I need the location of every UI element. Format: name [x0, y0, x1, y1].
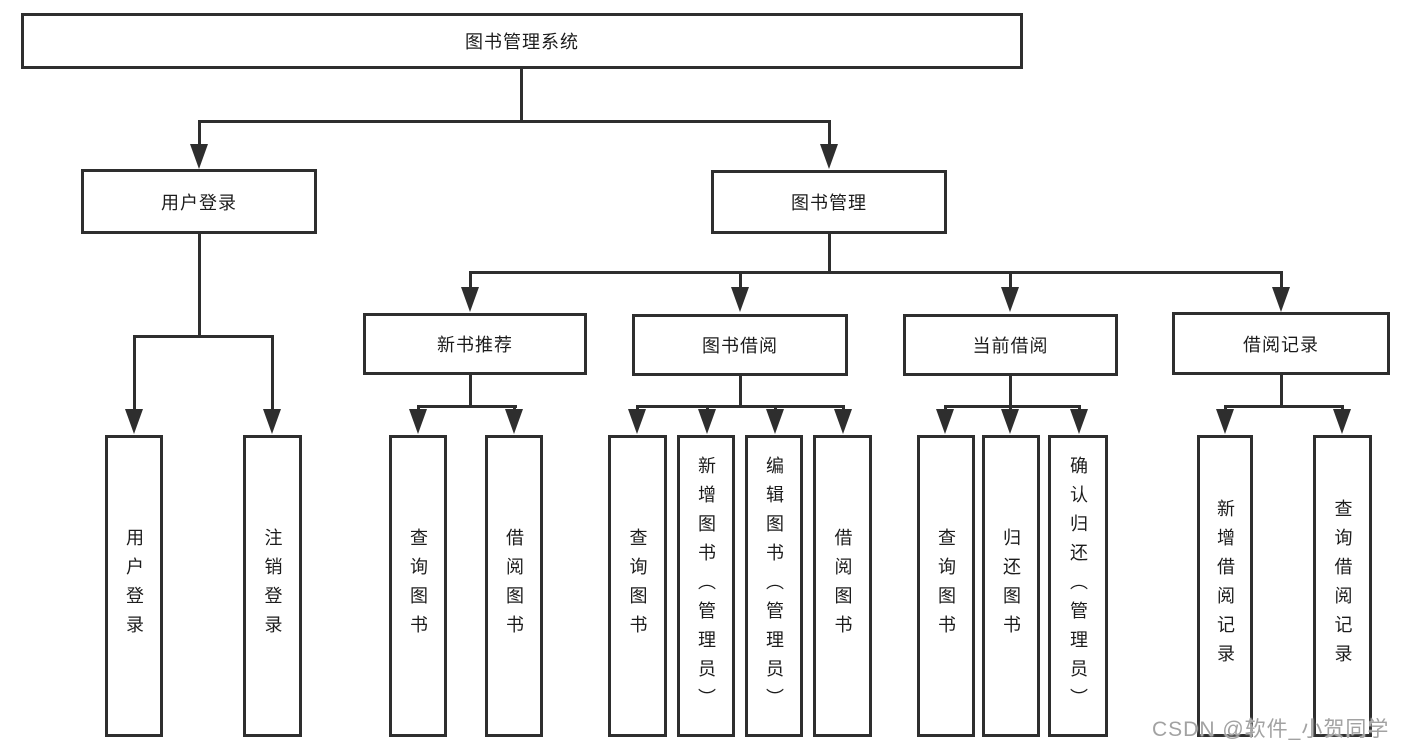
- leaf-logout: 注销登录: [243, 435, 302, 737]
- arrowhead-down-icon: [1070, 409, 1088, 434]
- connector-line: [469, 374, 472, 407]
- node-current-borrowing: 当前借阅: [903, 314, 1118, 376]
- leaf-query-books-current: 查询图书: [917, 435, 975, 737]
- connector-line: [520, 69, 523, 122]
- connector-line: [417, 405, 517, 408]
- csdn-watermark: CSDN @软件_小贺同学: [1152, 718, 1390, 741]
- leaf-label: 编辑图书（管理员）: [764, 455, 784, 717]
- leaf-add-borrow-record: 新增借阅记录: [1197, 435, 1253, 737]
- arrowhead-down-icon: [461, 287, 479, 312]
- node-label: 用户登录: [161, 192, 237, 213]
- arrowhead-down-icon: [834, 409, 852, 434]
- arrowhead-down-icon: [1001, 287, 1019, 312]
- connector-line: [271, 335, 274, 413]
- node-book-borrowing: 图书借阅: [632, 314, 848, 376]
- connector-line: [198, 233, 201, 337]
- leaf-label: 查询图书: [408, 528, 428, 644]
- node-borrowing-records: 借阅记录: [1172, 312, 1390, 375]
- leaf-user-login: 用户登录: [105, 435, 163, 737]
- leaf-label: 借阅图书: [832, 528, 853, 644]
- arrowhead-down-icon: [125, 409, 143, 434]
- connector-line: [1009, 375, 1012, 407]
- node-new-book-recommend: 新书推荐: [363, 313, 587, 375]
- leaf-label: 查询图书: [627, 528, 648, 644]
- arrowhead-down-icon: [505, 409, 523, 434]
- leaf-label: 借阅图书: [504, 528, 524, 644]
- connector-line: [739, 271, 742, 291]
- leaf-label: 新增图书（管理员）: [696, 455, 716, 717]
- leaf-label: 注销登录: [262, 528, 283, 644]
- arrowhead-down-icon: [1333, 409, 1351, 434]
- arrowhead-down-icon: [409, 409, 427, 434]
- connector-line: [1224, 405, 1344, 408]
- node-label: 图书借阅: [702, 336, 778, 356]
- node-user-login: 用户登录: [81, 169, 317, 234]
- node-label: 图书管理: [791, 193, 867, 213]
- node-label: 当前借阅: [972, 336, 1049, 356]
- arrowhead-down-icon: [731, 287, 749, 312]
- arrowhead-down-icon: [1216, 409, 1234, 434]
- node-label: 新书推荐: [437, 335, 513, 355]
- connector-line: [739, 375, 742, 407]
- connector-line: [133, 335, 274, 338]
- leaf-label: 用户登录: [124, 528, 144, 644]
- node-label: 图书管理系统: [465, 32, 579, 52]
- leaf-edit-book-admin: 编辑图书（管理员）: [745, 435, 803, 737]
- leaf-label: 归还图书: [1001, 528, 1021, 644]
- node-label: 借阅记录: [1243, 334, 1319, 355]
- leaf-query-books-borrow: 查询图书: [608, 435, 667, 737]
- node-book-management: 图书管理: [711, 170, 947, 234]
- leaf-label: 查询借阅记录: [1332, 499, 1353, 673]
- arrowhead-down-icon: [820, 144, 838, 169]
- connector-line: [636, 405, 845, 408]
- connector-line: [198, 120, 201, 148]
- arrowhead-down-icon: [190, 144, 208, 169]
- connector-line: [944, 405, 1081, 408]
- leaf-confirm-return-admin: 确认归还（管理员）: [1048, 435, 1108, 737]
- connector-line: [198, 120, 831, 123]
- connector-line: [1280, 375, 1283, 407]
- connector-line: [469, 271, 1282, 274]
- connector-line: [828, 120, 831, 148]
- arrowhead-down-icon: [698, 409, 716, 434]
- leaf-query-borrow-record: 查询借阅记录: [1313, 435, 1372, 737]
- connector-line: [828, 233, 831, 273]
- arrowhead-down-icon: [766, 409, 784, 434]
- connector-line: [1280, 271, 1283, 291]
- arrowhead-down-icon: [1001, 409, 1019, 434]
- node-library-management-system: 图书管理系统: [21, 13, 1023, 69]
- arrowhead-down-icon: [936, 409, 954, 434]
- connector-line: [133, 335, 136, 413]
- arrowhead-down-icon: [1272, 287, 1290, 312]
- leaf-borrow-books: 借阅图书: [813, 435, 872, 737]
- leaf-add-book-admin: 新增图书（管理员）: [677, 435, 735, 737]
- leaf-return-books: 归还图书: [982, 435, 1040, 737]
- leaf-borrow-books-recommend: 借阅图书: [485, 435, 543, 737]
- leaf-query-books-recommend: 查询图书: [389, 435, 447, 737]
- connector-line: [1009, 271, 1012, 291]
- arrowhead-down-icon: [628, 409, 646, 434]
- leaf-label: 查询图书: [936, 528, 956, 644]
- leaf-label: 确认归还（管理员）: [1068, 455, 1088, 717]
- connector-line: [469, 271, 472, 291]
- leaf-label: 新增借阅记录: [1215, 499, 1235, 673]
- arrowhead-down-icon: [263, 409, 281, 434]
